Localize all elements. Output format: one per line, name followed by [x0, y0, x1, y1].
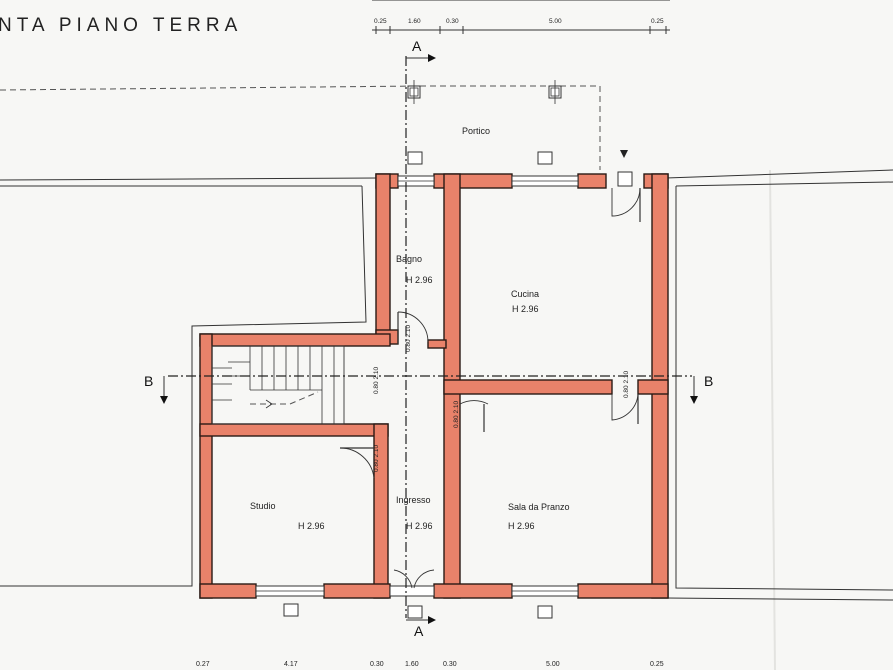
door-size-labels: 0.80 2.10 0.80 2.10 0.80 2.10 0.80 2.10 …: [373, 325, 630, 472]
section-lines: [160, 54, 698, 624]
window-symbols: [283, 150, 633, 619]
site-lines: [0, 85, 893, 601]
room-name-portico: Portico: [462, 126, 490, 136]
bottom-dim-1: 0.27: [196, 661, 210, 668]
room-height-sala-da-pranzo: H 2.96: [508, 521, 535, 531]
room-name-sala-da-pranzo: Sala da Pranzo: [508, 502, 570, 512]
top-dim-1: 0.25: [374, 18, 387, 25]
door-label-cucina: 0.80 2.10: [623, 371, 630, 398]
section-mark-a-top: A: [412, 38, 422, 54]
section-mark-b-right: B: [704, 373, 713, 389]
room-height-studio: H 2.96: [298, 521, 325, 531]
bottom-dim-2: 4.17: [284, 661, 298, 668]
plan-title: NTA PIANO TERRA: [0, 15, 242, 36]
bottom-dim-6: 5.00: [546, 661, 560, 668]
top-dim-4: 5.00: [549, 18, 562, 25]
room-name-bagno: Bagno: [396, 254, 422, 264]
windows: [255, 175, 579, 597]
bottom-dim-4: 1.60: [405, 661, 419, 668]
bottom-dimension-chain: 0.27 4.17 0.30 1.60 0.30 5.00 0.25: [196, 661, 664, 668]
bottom-dim-3: 0.30: [370, 661, 384, 668]
bottom-dim-5: 0.30: [443, 661, 457, 668]
top-dim-2: 1.60: [408, 18, 421, 25]
room-height-ingresso: H 2.96: [406, 521, 433, 531]
room-name-ingresso: Ingresso: [396, 495, 431, 505]
room-height-cucina: H 2.96: [512, 304, 539, 314]
top-dim-5: 0.25: [651, 18, 664, 25]
top-dimension-chain: 0.25 1.60 0.30 5.00 0.25: [372, 0, 670, 34]
door-label-stair: 0.80 2.10: [373, 367, 380, 394]
doors: [339, 187, 641, 589]
door-label-studio: 0.80 2.10: [373, 445, 380, 472]
door-label-bagno: 0.80 2.10: [405, 325, 412, 352]
section-mark-b-left: B: [144, 373, 153, 389]
top-dim-3: 0.30: [446, 18, 459, 25]
section-mark-a-bottom: A: [414, 623, 424, 639]
bottom-dim-7: 0.25: [650, 661, 664, 668]
portico-columns: [407, 80, 562, 104]
paper-fold: [769, 169, 776, 670]
room-name-cucina: Cucina: [511, 289, 539, 299]
room-name-studio: Studio: [250, 501, 276, 511]
walls: [199, 173, 669, 599]
room-height-bagno: H 2.96: [406, 275, 433, 285]
door-label-sala: 0.80 2.10: [453, 401, 460, 428]
